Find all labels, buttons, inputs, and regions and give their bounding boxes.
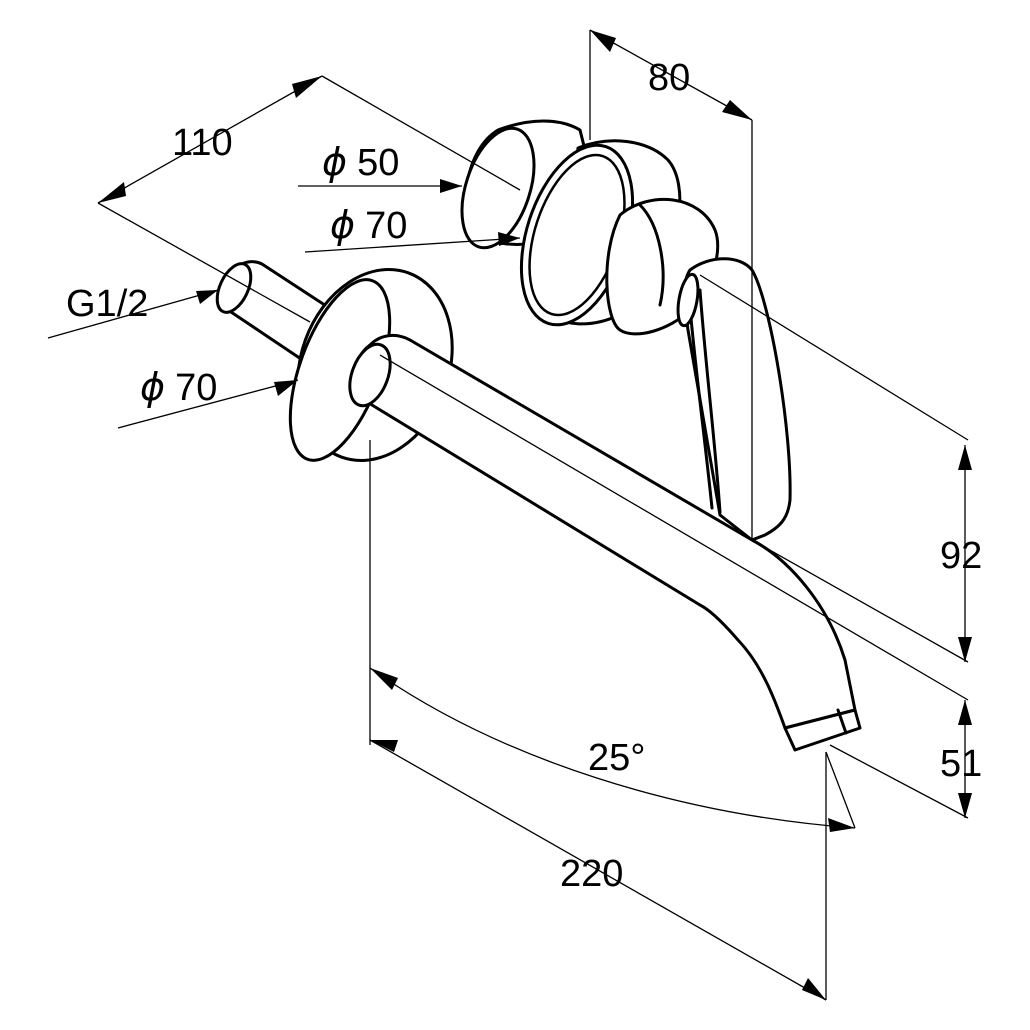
label-220: 220 xyxy=(560,853,623,895)
label-92: 92 xyxy=(940,535,982,577)
label-25deg: 25° xyxy=(588,737,645,779)
dimension-lines xyxy=(47,29,969,1001)
label-thread: G1/2 xyxy=(66,283,148,325)
arrowheads xyxy=(98,30,972,1000)
label-phi70-spout: ϕ 70 xyxy=(140,365,217,409)
label-phi70-handle: ϕ 70 xyxy=(330,203,407,247)
label-110: 110 xyxy=(172,122,233,164)
label-80: 80 xyxy=(648,57,690,99)
diameter-symbol-icon: ϕ xyxy=(322,140,347,184)
label-phi50: ϕ 50 xyxy=(322,140,399,184)
dimension-labels: 110 80 ϕ 50 ϕ 70 G1/2 ϕ 70 92 51 25° 220 xyxy=(66,57,982,895)
spout xyxy=(215,260,862,752)
handle-assembly xyxy=(460,119,792,542)
diameter-symbol-icon: ϕ xyxy=(140,365,165,409)
diameter-symbol-icon: ϕ xyxy=(330,203,355,247)
label-51: 51 xyxy=(940,743,982,785)
